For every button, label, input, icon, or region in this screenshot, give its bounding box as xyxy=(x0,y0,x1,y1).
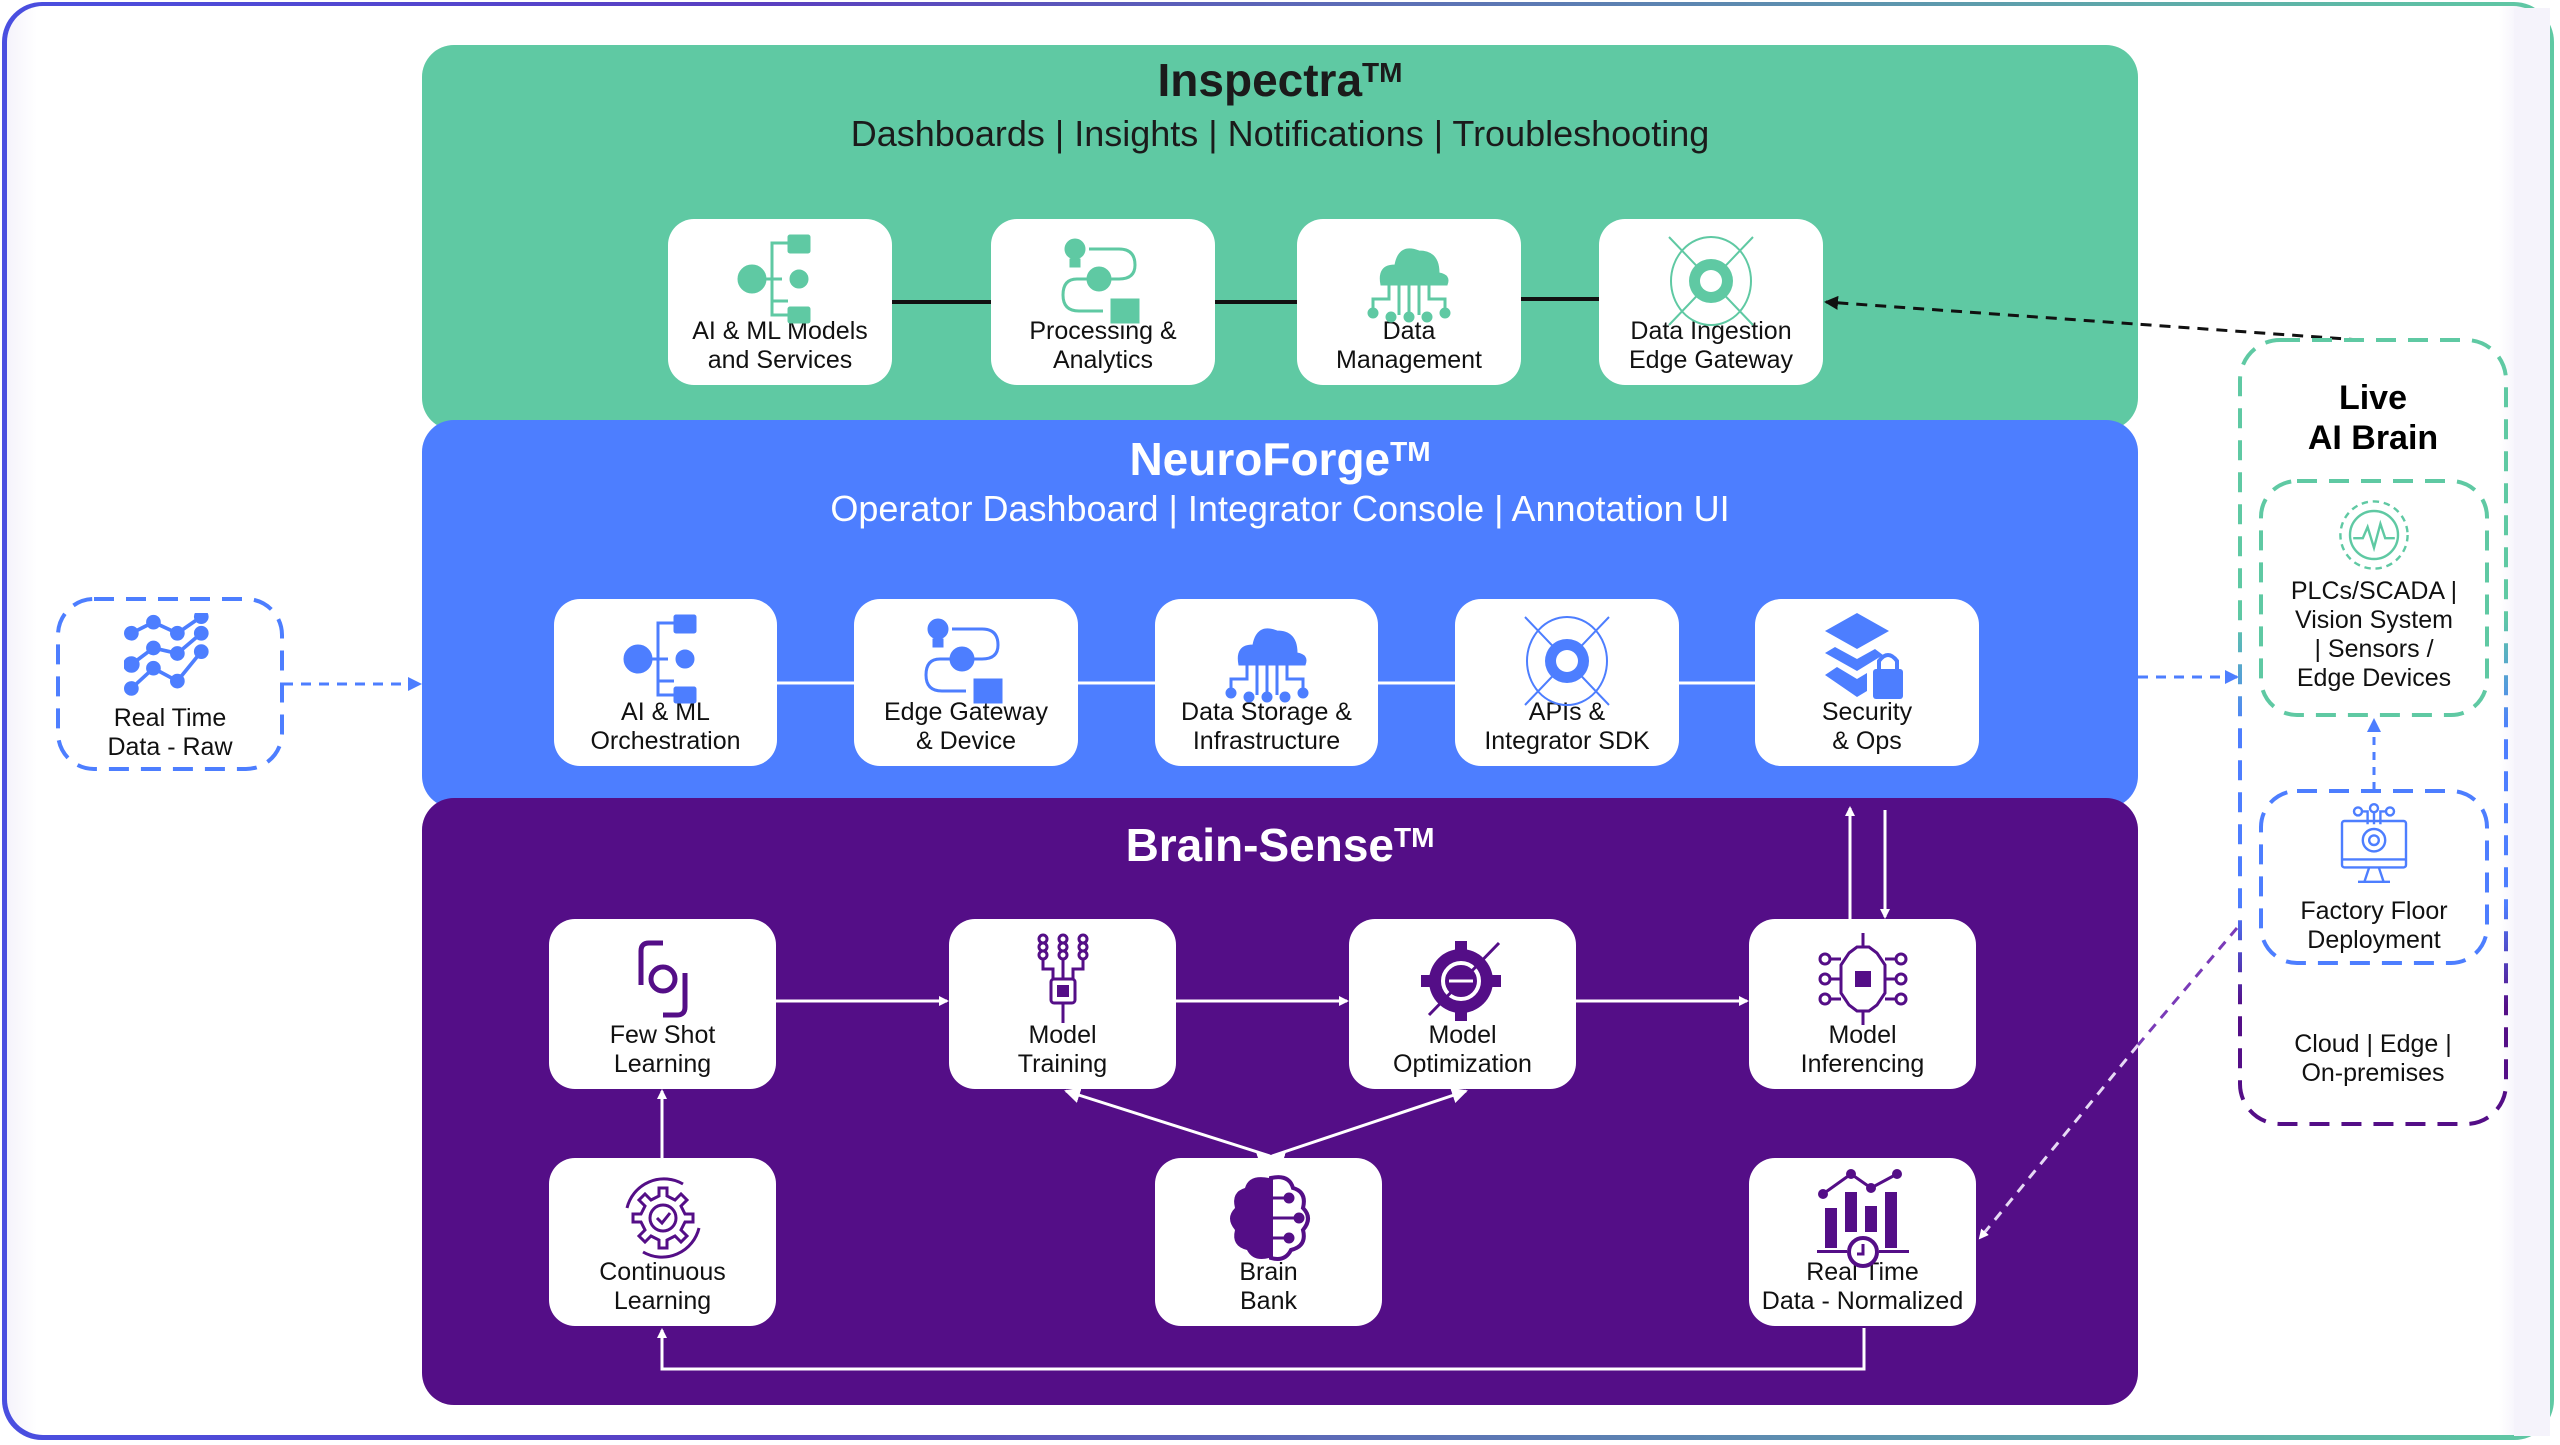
live-brain-border xyxy=(2238,338,2508,1126)
card-label: Few Shot Learning xyxy=(609,1021,716,1078)
bar-chart-clock-icon xyxy=(1816,1169,1909,1268)
card-apis-sdk[interactable]: APIs & Integrator SDK xyxy=(1455,599,1679,766)
org-chart-globe-icon xyxy=(623,614,696,704)
arrow-livebrain-to-ingestion xyxy=(1824,295,2361,342)
card-data-storage[interactable]: Data Storage & Infrastructure xyxy=(1155,599,1378,766)
card-brain-bank[interactable]: Brain Bank xyxy=(1155,1158,1382,1326)
live-brain-title: Live AI Brain xyxy=(2307,379,2439,457)
neuroforge-subtitle: Operator Dashboard | Integrator Console … xyxy=(830,488,1730,529)
gear-pulse-icon xyxy=(2339,500,2409,570)
card-label: AI & ML Orchestration xyxy=(590,698,741,755)
card-edge-gateway-device[interactable]: Edge Gateway & Device xyxy=(854,599,1078,766)
factory-border xyxy=(2259,789,2489,965)
card-few-shot-learning[interactable]: Few Shot Learning xyxy=(549,919,776,1089)
arrow-brainbank-optimization xyxy=(1256,1087,1468,1169)
org-chart-globe-icon xyxy=(737,234,811,324)
card-model-training[interactable]: Model Training xyxy=(949,919,1176,1089)
card-security-ops[interactable]: Security & Ops xyxy=(1755,599,1979,766)
card-label: APIs & Integrator SDK xyxy=(1484,698,1650,755)
card-label: Data Ingestion Edge Gateway xyxy=(1629,317,1793,374)
sources-box[interactable]: PLCs/SCADA | Vision System | Sensors / E… xyxy=(2261,481,2487,715)
card-label: Model Inferencing xyxy=(1800,1021,1925,1078)
card-label: Continuous Learning xyxy=(599,1258,726,1315)
card-ai-ml-orchestration[interactable]: AI & ML Orchestration xyxy=(554,599,777,766)
card-data-ingestion[interactable]: Data Ingestion Edge Gateway xyxy=(1599,219,1823,385)
monitor-gear-icon xyxy=(2340,803,2408,883)
chip-network-icon xyxy=(1037,933,1088,1023)
raw-input-box[interactable]: Real Time Data - Raw xyxy=(58,599,282,769)
card-processing-analytics[interactable]: Processing & Analytics xyxy=(991,219,1215,385)
card-data-management[interactable]: Data Management xyxy=(1297,219,1521,385)
card-label: Data Storage & Infrastructure xyxy=(1181,698,1352,755)
gear-globe-network-icon xyxy=(1524,616,1610,706)
right-edge-band xyxy=(2514,8,2550,1436)
cloud-network-icon xyxy=(1225,628,1308,703)
card-real-time-normalized[interactable]: Real Time Data - Normalized xyxy=(1749,1158,1976,1326)
sources-label: PLCs/SCADA | Vision System | Sensors / E… xyxy=(2290,577,2458,692)
card-ai-ml-models[interactable]: AI & ML Models and Services xyxy=(668,219,892,385)
neuroforge-title: NeuroForgeTM xyxy=(1129,433,1431,485)
deploy-targets-label: Cloud | Edge | On-premises xyxy=(2294,1030,2452,1087)
brain-circuit-icon xyxy=(1229,1175,1310,1261)
card-model-inferencing[interactable]: Model Inferencing xyxy=(1749,919,1976,1089)
card-label: Real Time Data - Normalized xyxy=(1761,1258,1964,1315)
card-label: Model Training xyxy=(1017,1021,1108,1078)
card-label: Model Optimization xyxy=(1393,1021,1532,1078)
chip-gear-nodes-icon xyxy=(1818,933,1907,1025)
arrow-factory-to-normalized-inner xyxy=(1978,1044,2140,1240)
arrow-brainbank-training xyxy=(1064,1087,1286,1168)
arrow-factory-to-normalized-outer xyxy=(2136,927,2239,1046)
brain-sense-title: Brain-SenseTM xyxy=(1125,819,1435,871)
focus-frame-icon xyxy=(638,940,687,1018)
factory-label: Factory Floor Deployment xyxy=(2300,897,2448,954)
raw-input-label: Real Time Data - Raw xyxy=(107,704,233,761)
cloud-network-icon xyxy=(1367,248,1451,323)
gear-optimize-icon xyxy=(1420,941,1501,1021)
gear-globe-network-icon xyxy=(1668,236,1754,326)
inspectra-subtitle: Dashboards | Insights | Notifications | … xyxy=(850,113,1710,154)
inspectra-title: InspectraTM xyxy=(1157,54,1403,106)
card-label: Security & Ops xyxy=(1821,698,1913,755)
process-cycle-icon xyxy=(1061,238,1140,324)
line-graph-icon xyxy=(124,613,209,696)
raw-input-border xyxy=(56,597,284,771)
card-continuous-learning[interactable]: Continuous Learning xyxy=(549,1158,776,1326)
card-model-optimization[interactable]: Model Optimization xyxy=(1349,919,1576,1089)
process-cycle-icon xyxy=(924,618,1003,704)
gear-cycle-check-icon xyxy=(625,1177,700,1259)
sources-border xyxy=(2259,479,2489,717)
arrow-normalized-to-continuous xyxy=(657,1328,1866,1371)
layers-lock-icon xyxy=(1825,613,1903,699)
card-label: Brain Bank xyxy=(1239,1258,1298,1315)
factory-box[interactable]: Factory Floor Deployment xyxy=(2261,791,2487,963)
